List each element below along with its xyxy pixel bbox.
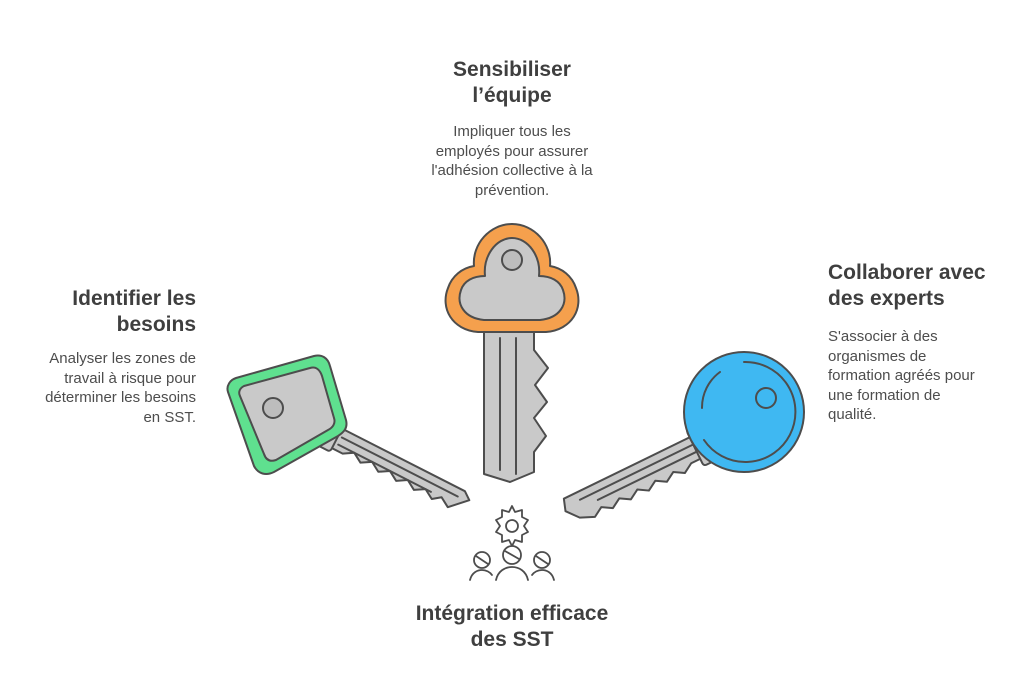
- top-title-line-1: Sensibiliser: [453, 58, 571, 81]
- top-desc-line-1: Impliquer tous les: [453, 123, 571, 140]
- top-desc-line-2: employés pour assurer: [435, 142, 589, 160]
- top-description: Impliquer tous les employés pour assurer…: [402, 122, 622, 200]
- top-key: [444, 223, 580, 483]
- right-description: S'associer à des organismes de formation…: [828, 327, 1018, 425]
- right-key: [562, 351, 805, 519]
- right-title-line-2: des experts: [828, 287, 945, 310]
- right-desc-line-4: une formation de: [828, 386, 941, 404]
- right-desc-line-5: qualité.: [828, 406, 877, 423]
- right-desc-line-3: formation agréés pour: [828, 367, 975, 384]
- top-key-hole: [501, 249, 523, 271]
- bottom-title-line-1: Intégration efficace: [415, 602, 609, 625]
- left-desc-line-4: en SST.: [143, 408, 196, 426]
- gear-and-team-icon: [469, 505, 555, 581]
- left-desc-line-3: déterminer les besoins: [45, 389, 196, 406]
- top-title: Sensibiliser l’équipe: [412, 57, 612, 109]
- right-desc-line-2: organismes de: [828, 347, 927, 365]
- left-title-line-1: Identifier les: [72, 287, 196, 310]
- top-title-line-2: l’équipe: [472, 84, 552, 107]
- left-desc-line-2: travail à risque pour: [64, 369, 196, 387]
- left-description: Analyser les zones de travail à risque p…: [10, 349, 196, 427]
- right-title: Collaborer avec des experts: [828, 260, 1018, 312]
- right-desc-line-1: S'associer à des: [828, 328, 938, 345]
- right-key-hole: [755, 387, 777, 409]
- left-title-line-2: besoins: [116, 313, 196, 336]
- left-title: Identifier les besoins: [20, 286, 196, 338]
- bottom-title: Intégration efficace des SST: [382, 601, 642, 653]
- left-desc-line-1: Analyser les zones de: [49, 350, 196, 367]
- left-key-hole: [262, 397, 284, 419]
- right-key-head: [683, 351, 805, 473]
- left-key: [226, 354, 471, 509]
- top-desc-line-4: prévention.: [474, 181, 550, 199]
- right-title-line-1: Collaborer avec: [828, 261, 986, 284]
- bottom-title-line-2: des SST: [470, 628, 554, 651]
- top-desc-line-3: l'adhésion collective à la: [431, 162, 593, 179]
- left-key-blade: [320, 422, 471, 509]
